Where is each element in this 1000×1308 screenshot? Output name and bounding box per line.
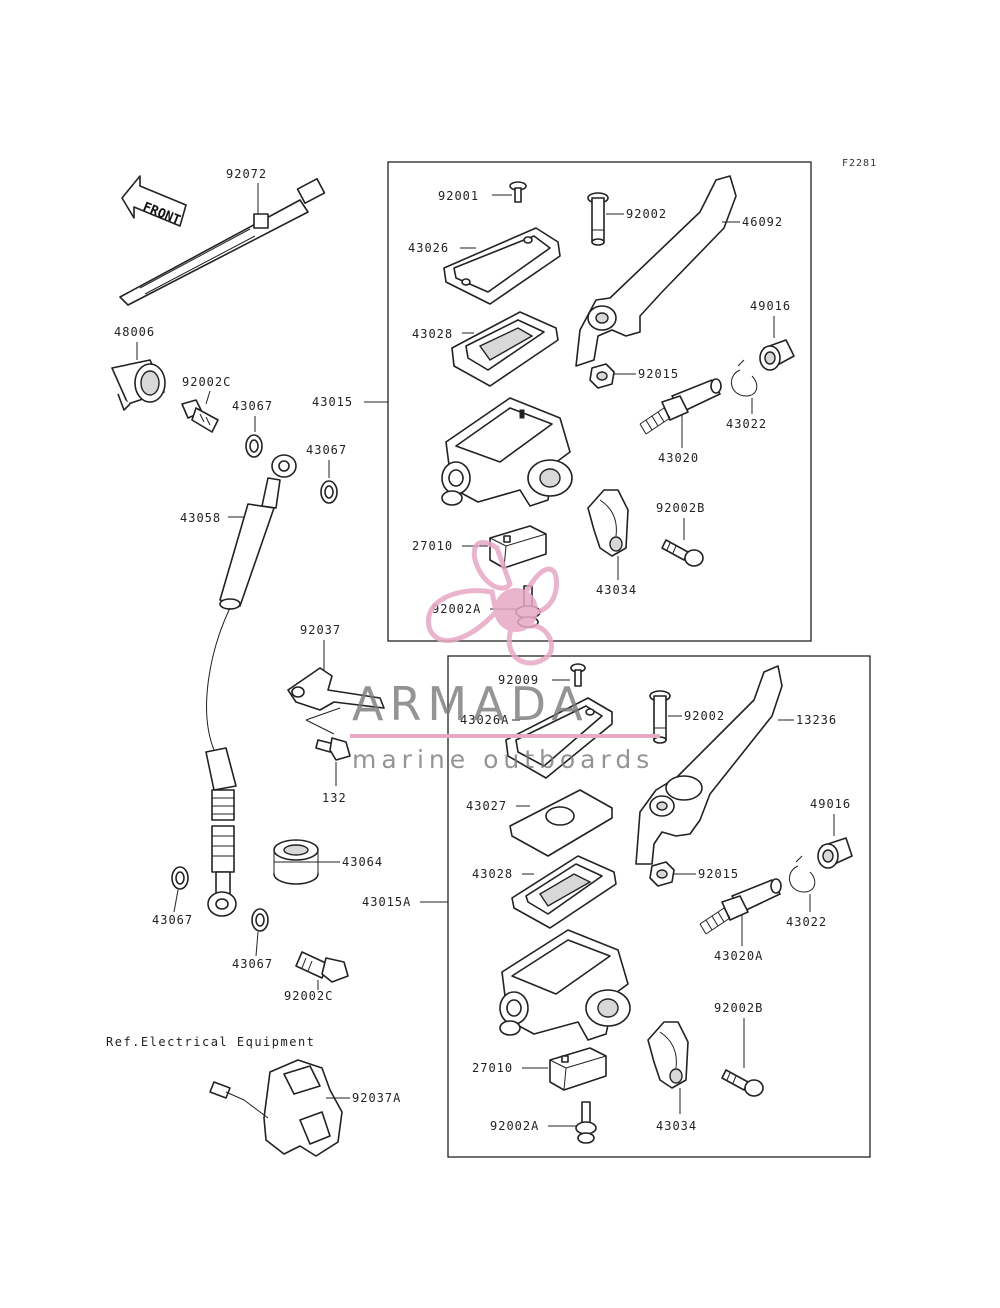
- plate-43027: [509, 789, 613, 857]
- diaphragm-43028-top: [451, 311, 559, 387]
- label-92015-top: 92015: [638, 367, 679, 381]
- label-43020A: 43020A: [714, 949, 763, 963]
- label-92015-bottom: 92015: [698, 867, 739, 881]
- screw-92002A-bottom: [575, 1101, 597, 1144]
- bracket-92037: [287, 667, 385, 735]
- reference-note: Ref.Electrical Equipment: [106, 1035, 315, 1049]
- brake-lever-46092: [575, 175, 737, 367]
- label-92037A: 92037A: [352, 1091, 401, 1105]
- label-46092: 46092: [742, 215, 783, 229]
- cable-tie-92072: [119, 177, 326, 306]
- label-92002A-top: 92002A: [432, 602, 481, 616]
- screw-92002B-bottom: [721, 1069, 764, 1097]
- cap-43026: [443, 227, 561, 305]
- watermark-brand: ARMADA: [352, 677, 589, 731]
- circlip-43022-top: [731, 359, 758, 397]
- label-92002A-bottom: 92002A: [490, 1119, 539, 1133]
- label-27010-top: 27010: [412, 539, 453, 553]
- label-49016-top: 49016: [750, 299, 791, 313]
- label-43015A: 43015A: [362, 895, 411, 909]
- screw-92009: [570, 663, 586, 687]
- label-92009: 92009: [498, 673, 539, 687]
- label-92002C-bottom: 92002C: [284, 989, 333, 1003]
- master-cylinder-43015A: [499, 929, 631, 1041]
- label-43064: 43064: [342, 855, 383, 869]
- label-43058: 43058: [180, 511, 221, 525]
- banjo-bolt-92002C-top: [181, 399, 219, 433]
- watermark-tagline: marine outboards: [352, 745, 654, 774]
- label-92037: 92037: [300, 623, 341, 637]
- washer-43067-a: [245, 434, 263, 458]
- label-43034-bottom: 43034: [656, 1119, 697, 1133]
- nut-92015-bottom: [649, 861, 675, 887]
- cap-49016-bottom: [817, 837, 853, 869]
- label-43020: 43020: [658, 451, 699, 465]
- circlip-43022-bottom: [789, 855, 816, 893]
- banjo-bolt-92002C-bottom: [295, 951, 349, 983]
- label-13236: 13236: [796, 713, 837, 727]
- propeller-logo-icon: [425, 540, 559, 666]
- switch-27010-top: [489, 525, 547, 569]
- label-43015: 43015: [312, 395, 353, 409]
- label-92002B-top: 92002B: [656, 501, 705, 515]
- label-92001: 92001: [438, 189, 479, 203]
- brake-lever-13236: [635, 665, 783, 865]
- washer-43067-b: [320, 480, 338, 504]
- label-43022-top: 43022: [726, 417, 767, 431]
- figure-code: F2281: [842, 158, 877, 169]
- label-92002-top: 92002: [626, 207, 667, 221]
- bolt-132: [315, 737, 351, 761]
- front-arrow-icon: FRONT: [121, 175, 187, 228]
- piston-43020A: [699, 878, 782, 935]
- holder-43034-top: [587, 489, 629, 557]
- watermark: ARMADA marine outboards: [350, 540, 660, 774]
- screw-92002B-top: [661, 539, 704, 567]
- switch-27010-bottom: [549, 1047, 607, 1091]
- label-43028-top: 43028: [412, 327, 453, 341]
- label-92072: 92072: [226, 167, 267, 181]
- master-cylinder-43015: [441, 397, 573, 507]
- label-43067-c: 43067: [152, 913, 193, 927]
- cap-48006: [111, 359, 166, 411]
- label-43028-bottom: 43028: [472, 867, 513, 881]
- bracket-92037A: [209, 1059, 343, 1157]
- boot-43064: [273, 839, 319, 885]
- leader-43067-d: [255, 931, 259, 957]
- pivot-bolt-92002-bottom: [649, 690, 671, 744]
- label-92002-bottom: 92002: [684, 709, 725, 723]
- label-43067-b: 43067: [306, 443, 347, 457]
- nut-92015-top: [589, 363, 615, 389]
- label-43067-a: 43067: [232, 399, 273, 413]
- leader-92002C-top: [205, 390, 211, 405]
- piston-43020: [639, 378, 722, 435]
- label-48006: 48006: [114, 325, 155, 339]
- brake-hose-43058: [205, 454, 297, 917]
- label-43034-top: 43034: [596, 583, 637, 597]
- label-92002B-bottom: 92002B: [714, 1001, 763, 1015]
- label-43026: 43026: [408, 241, 449, 255]
- cap-49016-top: [759, 339, 795, 371]
- label-43022-bottom: 43022: [786, 915, 827, 929]
- label-43067-d: 43067: [232, 957, 273, 971]
- pivot-bolt-92002-top: [587, 192, 609, 246]
- label-132: 132: [322, 791, 347, 805]
- washer-43067-d: [251, 908, 269, 932]
- washer-43067-c: [171, 866, 189, 890]
- group-box-lower: [447, 655, 871, 1158]
- diaphragm-43028-bottom: [511, 855, 617, 929]
- leader-43067-c: [173, 889, 179, 913]
- label-27010-bottom: 27010: [472, 1061, 513, 1075]
- label-43027: 43027: [466, 799, 507, 813]
- label-49016-bottom: 49016: [810, 797, 851, 811]
- holder-43034-bottom: [647, 1021, 689, 1089]
- screw-92001: [509, 181, 527, 203]
- label-43026A: 43026A: [460, 713, 509, 727]
- label-92002C-top: 92002C: [182, 375, 231, 389]
